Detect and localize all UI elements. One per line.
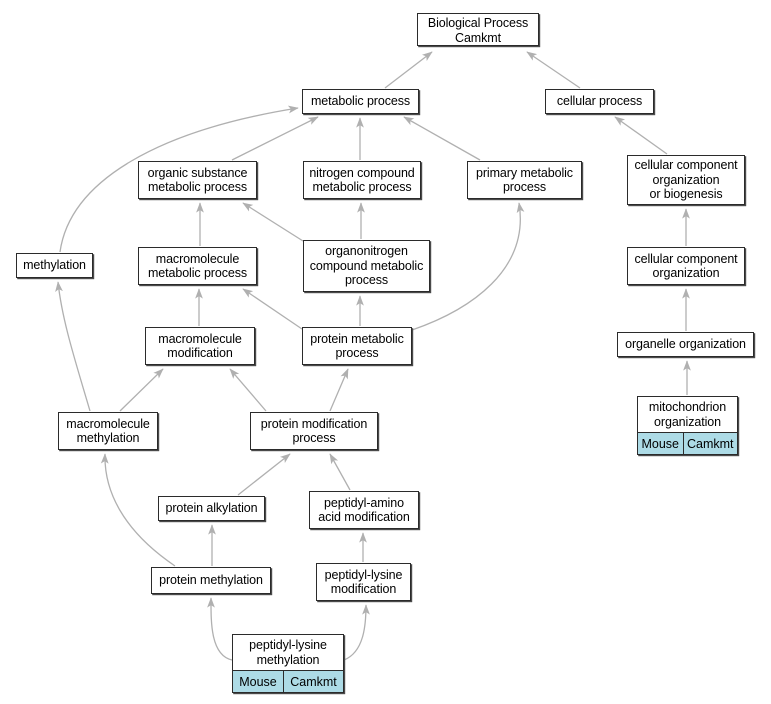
graph-edge: [59, 105, 299, 253]
graph-node-cellular_component_organization[interactable]: cellular component organization: [627, 247, 745, 285]
graph-node-label: peptidyl-lysine methylation: [249, 638, 327, 667]
graph-node-label: protein metabolic process: [310, 331, 404, 361]
graph-node-label: cellular process: [556, 94, 643, 109]
graph-node-peptidyl_amino_acid_modification[interactable]: peptidyl-amino acid modification: [309, 491, 419, 529]
graph-edge: [614, 116, 668, 155]
graph-node-organic_substance_metabolic_process[interactable]: organic substance metabolic process: [138, 161, 257, 199]
graph-node-label: peptidyl-amino acid modification: [318, 495, 410, 525]
graph-node-methylation[interactable]: methylation: [16, 253, 93, 278]
annotation-badge-species[interactable]: Mouse: [638, 433, 683, 454]
graph-edge: [329, 368, 349, 412]
graph-node-label: mitochondrion organization: [648, 400, 727, 429]
graph-node-macromolecule_modification[interactable]: macromolecule modification: [145, 327, 255, 365]
graph-edge: [55, 281, 91, 412]
graph-node-protein_modification_process[interactable]: protein modification process: [250, 412, 378, 450]
graph-node-label: macromolecule modification: [158, 331, 242, 361]
graph-edge: [526, 51, 581, 89]
graph-node-label: methylation: [23, 258, 86, 273]
graph-edge: [100, 453, 176, 567]
graph-edge: [237, 453, 291, 496]
graph-edge: [231, 116, 319, 161]
graph-node-label: Biological Process Camkmt: [427, 16, 529, 45]
graph-node-organonitrogen_compound_metabolic_process[interactable]: organonitrogen compound metabolic proces…: [303, 240, 430, 292]
graph-node-label: cellular component organization or bioge…: [634, 158, 738, 202]
graph-node-label: macromolecule metabolic process: [147, 251, 248, 281]
graph-edge: [329, 453, 351, 491]
graph-node-organelle_organization[interactable]: organelle organization: [617, 332, 754, 357]
graph-node-peptidyl_lysine_modification[interactable]: peptidyl-lysine modification: [316, 563, 411, 601]
graph-node-label: peptidyl-lysine modification: [324, 567, 403, 597]
graph-node-protein_alkylation[interactable]: protein alkylation: [158, 496, 265, 521]
graph-node-label: organelle organization: [625, 337, 746, 352]
graph-edge: [403, 116, 481, 161]
graph-node-cellular_component_organization_or_biogenesis[interactable]: cellular component organization or bioge…: [627, 155, 745, 205]
graph-edge: [384, 51, 433, 89]
graph-edge: [207, 597, 233, 661]
graph-edge: [242, 202, 304, 242]
graph-node-cellular_process[interactable]: cellular process: [545, 89, 654, 114]
graph-node-macromolecule_methylation[interactable]: macromolecule methylation: [58, 412, 158, 450]
annotation-badge-species[interactable]: Mouse: [233, 671, 283, 692]
graph-node-macromolecule_metabolic_process[interactable]: macromolecule metabolic process: [138, 247, 257, 285]
graph-node-label: organic substance metabolic process: [147, 165, 248, 195]
graph-node-nitrogen_compound_metabolic_process[interactable]: nitrogen compound metabolic process: [303, 161, 421, 199]
annotation-badge-gene[interactable]: Camkmt: [283, 671, 343, 692]
graph-edge: [119, 368, 164, 412]
graph-node-label: protein modification process: [260, 416, 368, 446]
graph-node-label: metabolic process: [310, 94, 411, 109]
graph-node-label: protein methylation: [159, 573, 263, 588]
graph-node-protein_metabolic_process[interactable]: protein metabolic process: [302, 327, 412, 365]
graph-node-metabolic_process[interactable]: metabolic process: [302, 89, 419, 114]
graph-node-label: cellular component organization: [634, 251, 738, 281]
edge-group: [55, 51, 691, 661]
graph-node-biological_process[interactable]: Biological Process Camkmt: [417, 13, 539, 46]
graph-node-protein_methylation[interactable]: protein methylation: [151, 567, 271, 594]
graph-node-label: protein alkylation: [165, 501, 258, 516]
graph-edge: [343, 604, 370, 661]
graph-edge: [242, 288, 303, 330]
graph-node-label: primary metabolic process: [476, 165, 573, 195]
graph-node-label: organonitrogen compound metabolic proces…: [309, 244, 424, 288]
graph-node-primary_metabolic_process[interactable]: primary metabolic process: [467, 161, 582, 199]
annotation-badge-gene[interactable]: Camkmt: [682, 433, 737, 454]
graph-node-label: macromolecule methylation: [66, 416, 150, 446]
graph-node-label: nitrogen compound metabolic process: [309, 165, 415, 195]
graph-edge: [411, 202, 525, 331]
graph-edge: [229, 368, 267, 412]
